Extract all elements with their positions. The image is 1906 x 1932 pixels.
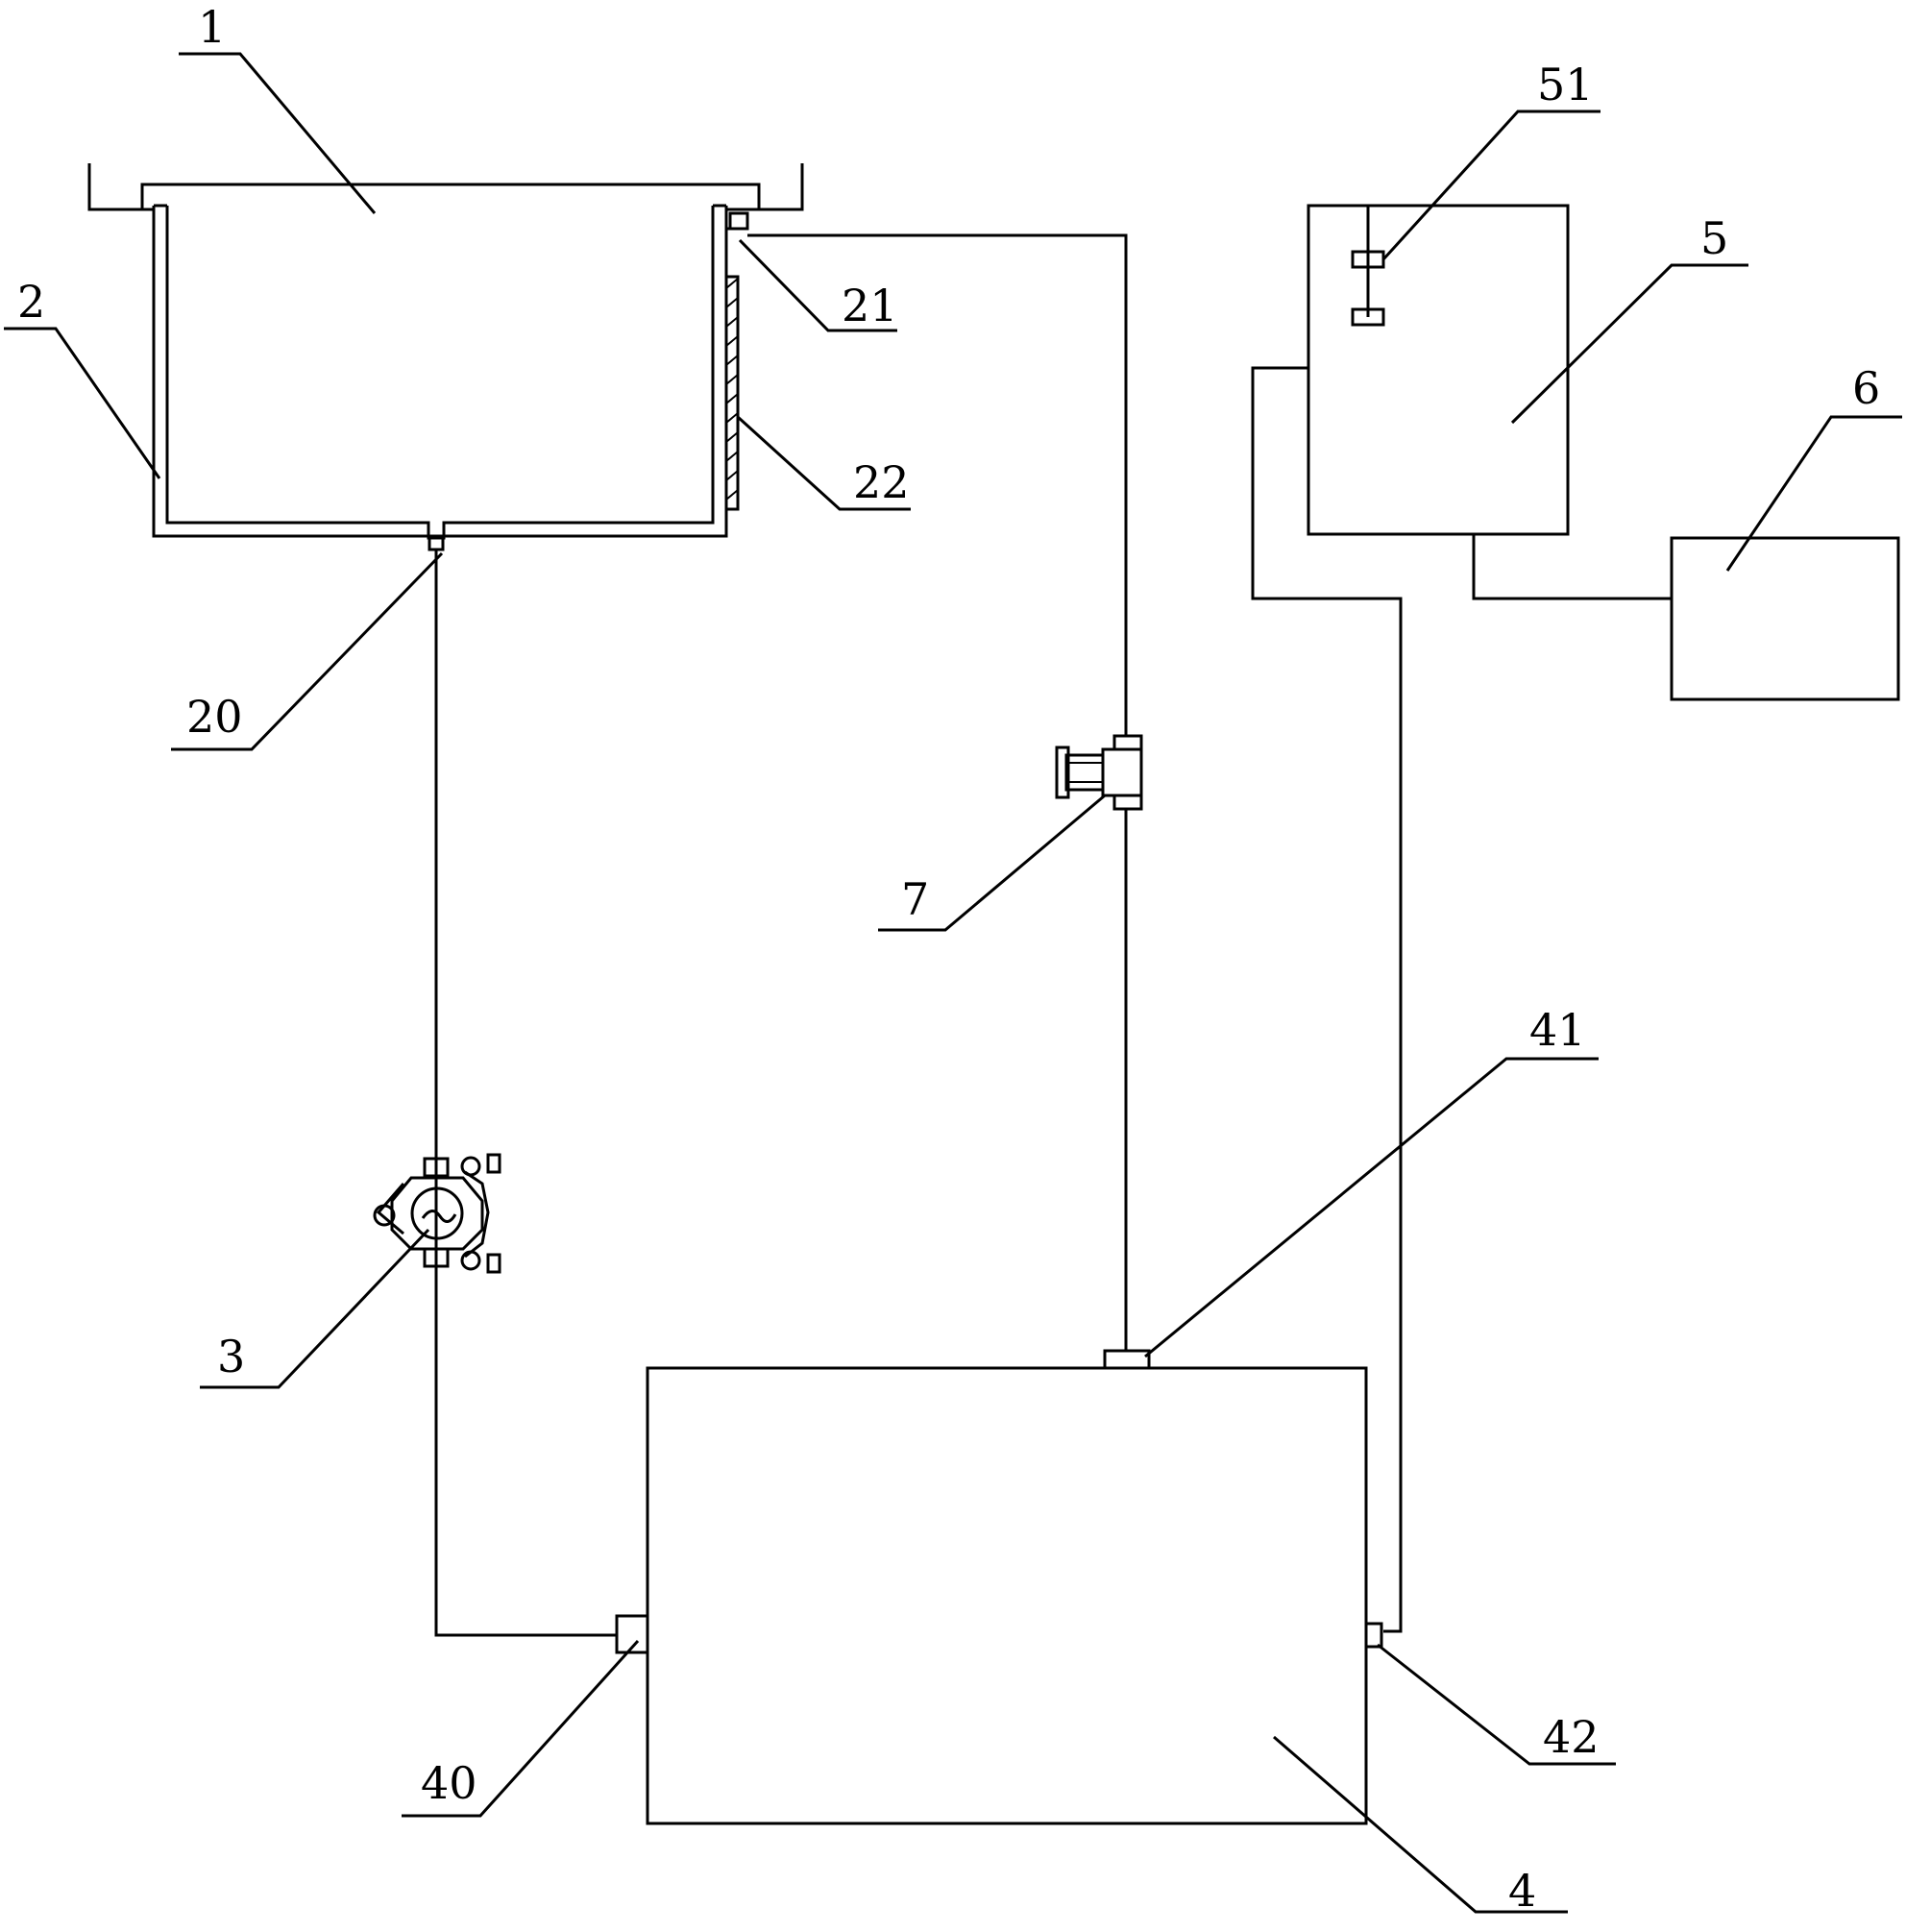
port-42 [1364, 1622, 1383, 1649]
inlet-21 [728, 211, 749, 231]
label-1: 1 [198, 1, 226, 53]
vessel-1 [87, 163, 804, 540]
port-40 [615, 1614, 649, 1654]
label-3: 3 [217, 1331, 245, 1382]
label-20: 20 [186, 691, 243, 743]
label-41: 41 [1529, 1004, 1586, 1056]
port-41 [1103, 1349, 1151, 1370]
label-6: 6 [1852, 362, 1880, 414]
leader-lines [4, 52, 1902, 1914]
unit-6 [1670, 536, 1900, 701]
valve-7 [1055, 734, 1143, 811]
label-21: 21 [842, 280, 898, 331]
heater-22 [724, 275, 740, 511]
label-40: 40 [421, 1757, 477, 1809]
label-42: 42 [1543, 1711, 1600, 1763]
label-22: 22 [853, 456, 910, 508]
controller-5 [1307, 204, 1570, 536]
label-51: 51 [1537, 59, 1594, 110]
label-2: 2 [17, 276, 45, 328]
pipes [434, 233, 1672, 1637]
pump-3 [373, 1153, 501, 1274]
tank-4 [615, 1349, 1383, 1825]
label-5: 5 [1700, 212, 1728, 264]
label-7: 7 [901, 873, 929, 925]
label-4: 4 [1508, 1865, 1536, 1917]
